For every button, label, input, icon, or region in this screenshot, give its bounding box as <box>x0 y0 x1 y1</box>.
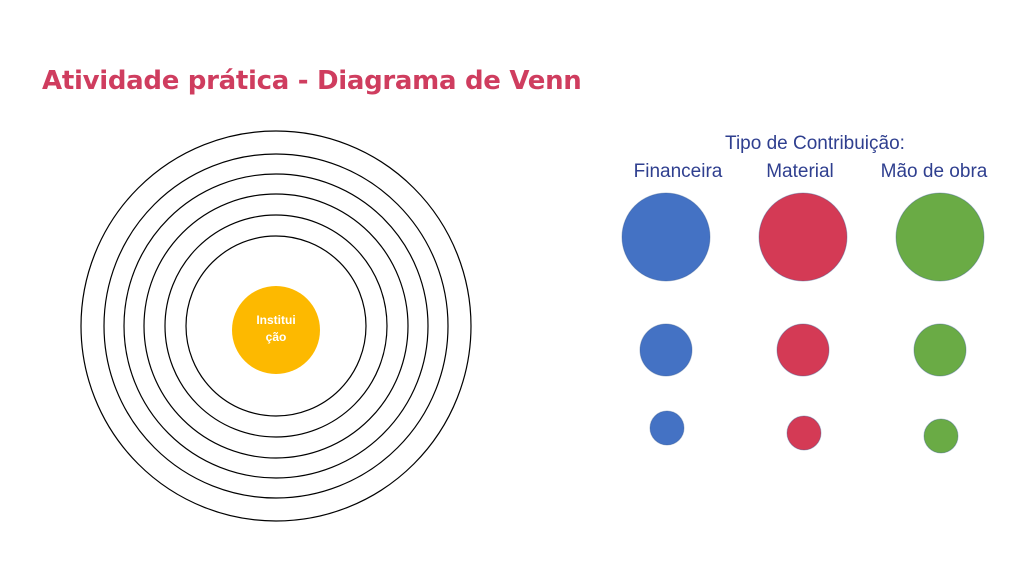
mao-de-obra-small-circle <box>923 418 959 454</box>
financeira-medium-circle <box>639 323 693 377</box>
instituicao-circle <box>232 286 320 374</box>
legend-heading: Tipo de Contribuição: <box>725 133 905 154</box>
instituicao-label-line1: Institui <box>256 313 295 327</box>
mao-de-obra-medium-circle <box>913 323 967 377</box>
legend-label-material: Material <box>766 161 834 182</box>
financeira-large-circle <box>621 192 711 282</box>
ring-1 <box>185 235 367 417</box>
financeira-small-circle <box>649 410 685 446</box>
legend-column-financeira <box>621 192 711 446</box>
concentric-circles-diagram: Institui ção <box>80 130 472 522</box>
ring-5 <box>103 153 449 499</box>
legend-column-material <box>758 192 848 451</box>
instituicao-label-line2: ção <box>266 330 287 344</box>
material-large-circle <box>758 192 848 282</box>
legend-label-financeira: Financeira <box>633 161 723 182</box>
ring-3 <box>143 193 409 459</box>
rings <box>80 130 472 522</box>
legend-column-mao-de-obra <box>895 192 985 454</box>
slide-title: Atividade prática - Diagrama de Venn <box>42 66 582 96</box>
legend-circles <box>621 192 985 454</box>
ring-2 <box>164 214 388 438</box>
legend-label-mao-de-obra: Mão de obra <box>880 161 988 182</box>
ring-4 <box>123 173 429 479</box>
material-medium-circle <box>776 323 830 377</box>
ring-6 <box>80 130 472 522</box>
mao-de-obra-large-circle <box>895 192 985 282</box>
material-small-circle <box>786 415 822 451</box>
